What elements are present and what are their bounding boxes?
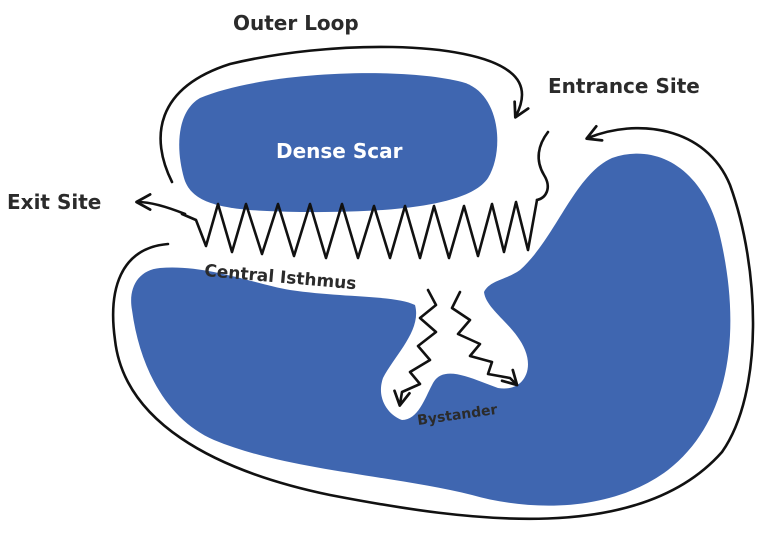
entrance-path: [537, 132, 548, 200]
exit-site-arrow: [138, 202, 185, 214]
exit-site-label: Exit Site: [7, 190, 101, 214]
entrance-site-label: Entrance Site: [548, 74, 700, 98]
large-scar-region: [131, 154, 730, 506]
dense-scar-label: Dense Scar: [276, 139, 403, 163]
outer-loop-label: Outer Loop: [233, 11, 359, 35]
